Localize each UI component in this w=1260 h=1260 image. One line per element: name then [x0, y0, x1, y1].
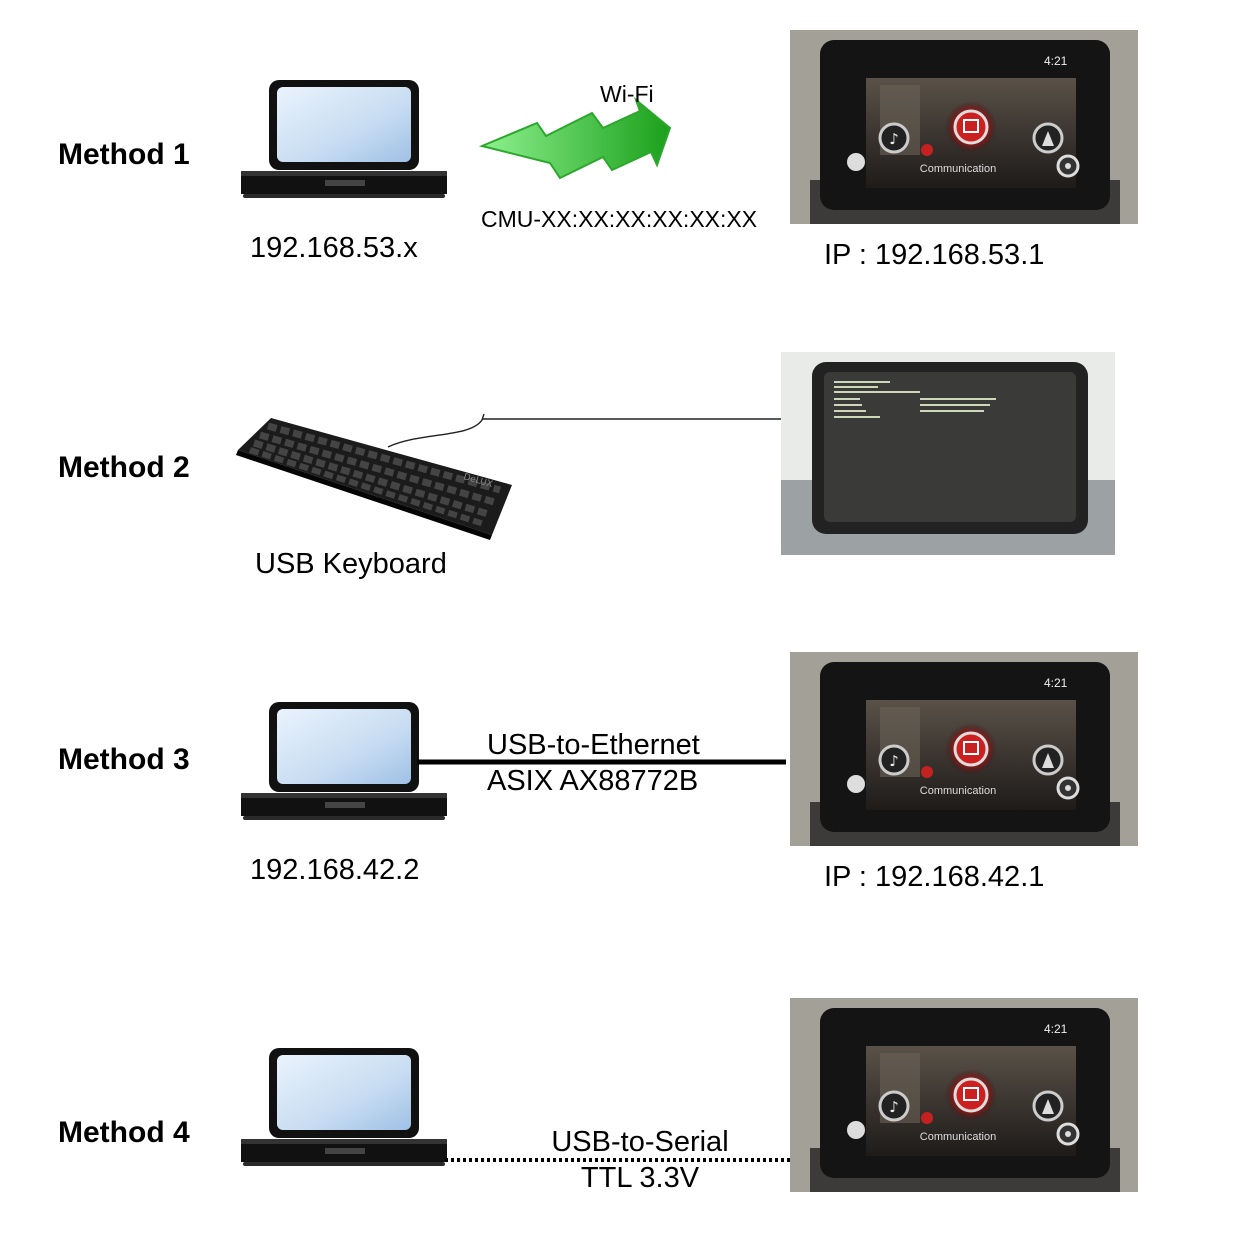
- cmu-screen-photo: [788, 996, 1140, 1194]
- link-label-line1: USB-to-Serial: [551, 1126, 729, 1158]
- cmu-screen-caption: Communication: [919, 785, 997, 797]
- usb-keyboard-label: USB Keyboard: [255, 548, 447, 580]
- cmu-screen-photo: [788, 650, 1140, 848]
- link-label-line2: TTL 3.3V: [580, 1162, 700, 1194]
- cmu-screen-caption: Communication: [919, 1131, 997, 1143]
- cmu-screen-time: 4:21: [1044, 676, 1068, 690]
- method-3-label: Method 3: [58, 743, 190, 776]
- keyboard-icon: DeLUX: [236, 418, 512, 540]
- keyboard-cable: [387, 413, 812, 448]
- cmu-screen-photo: [788, 28, 1140, 226]
- cmu-screen-time: 4:21: [1044, 54, 1068, 68]
- cmu-screen-time: 4:21: [1044, 1022, 1068, 1036]
- pc-ip-label: 192.168.53.x: [250, 232, 418, 264]
- method-2-label: Method 2: [58, 451, 190, 484]
- wifi-bolt-icon: [478, 96, 672, 180]
- cmu-console-photo: [781, 352, 1115, 555]
- cmu-screen-caption: Communication: [919, 163, 997, 175]
- laptop-icon: [241, 702, 447, 820]
- method-4-label: Method 4: [58, 1116, 190, 1149]
- laptop-icon: [241, 1048, 447, 1166]
- cmu-ip-label: IP : 192.168.53.1: [824, 239, 1045, 271]
- link-label-line2: ASIX AX88772B: [487, 765, 699, 797]
- method-1-label: Method 1: [58, 138, 190, 171]
- link-label-line1: USB-to-Ethernet: [487, 729, 700, 761]
- ssid-label: CMU-XX:XX:XX:XX:XX:XX: [481, 206, 758, 232]
- cmu-ip-label: IP : 192.168.42.1: [824, 861, 1045, 893]
- pc-ip-label: 192.168.42.2: [250, 854, 420, 886]
- wifi-label: Wi-Fi: [600, 81, 654, 107]
- laptop-icon: [241, 80, 447, 198]
